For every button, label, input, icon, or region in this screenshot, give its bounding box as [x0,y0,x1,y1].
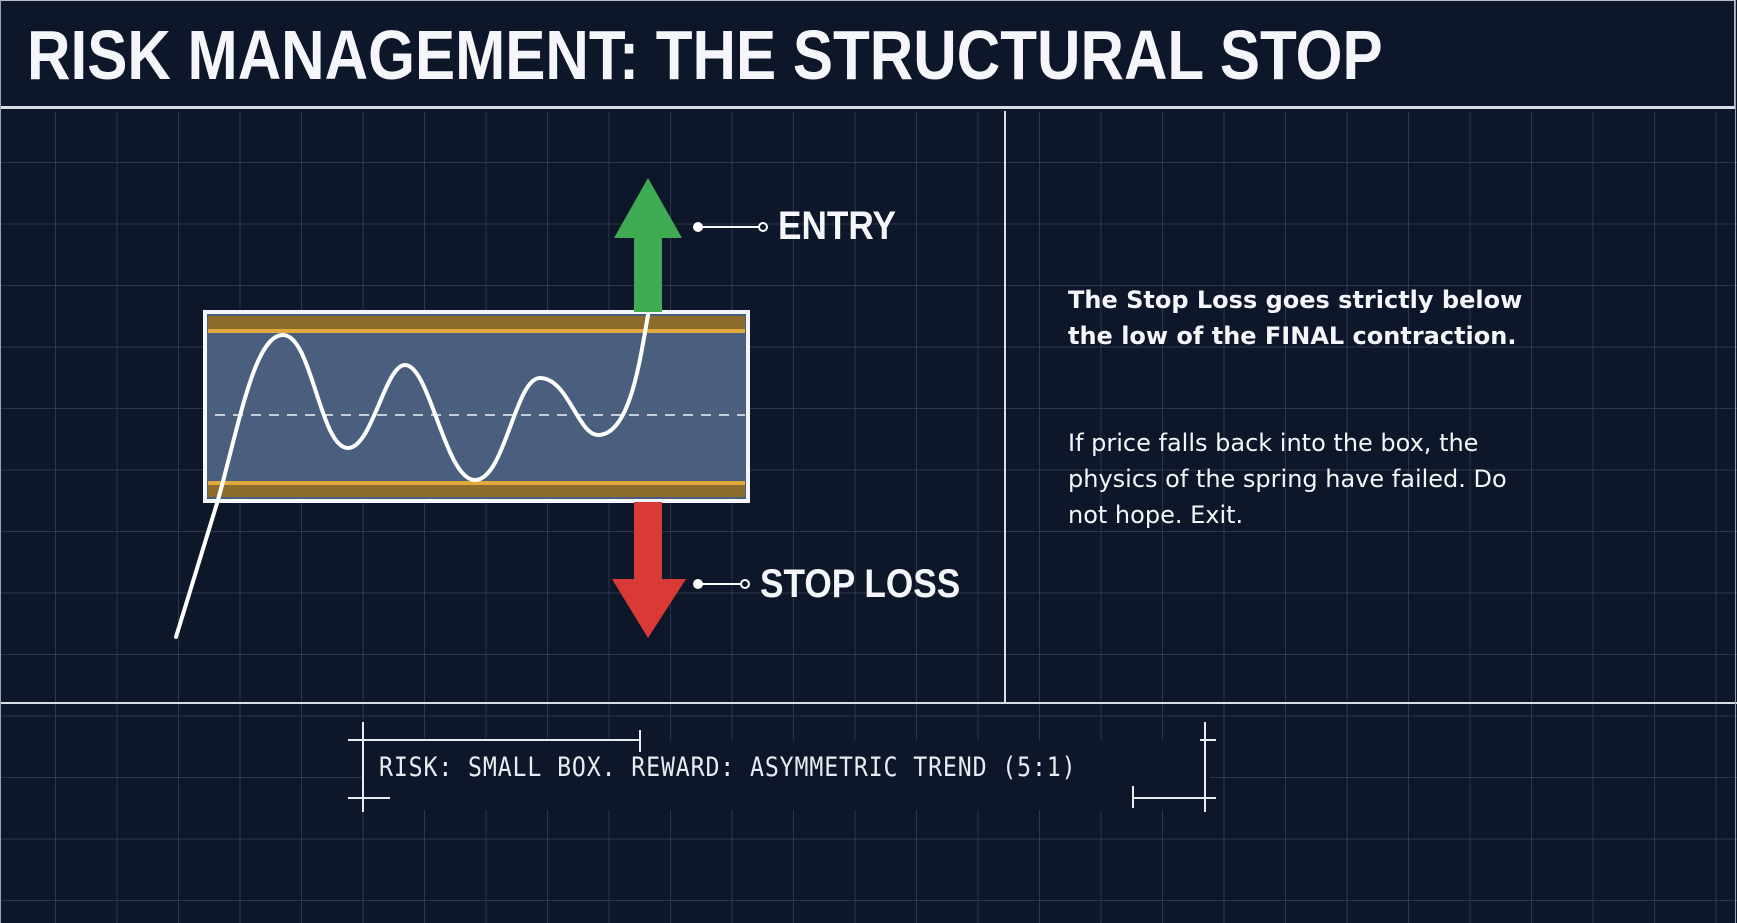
stop-loss-arrow-icon [612,502,686,638]
left-border [0,0,1,923]
stop-loss-rule-text: The Stop Loss goes strictly below the lo… [1068,286,1523,350]
entry-connector [693,222,768,232]
page-title: RISK MANAGEMENT: THE STRUCTURAL STOP [27,16,1383,94]
panel-divider [1004,111,1006,703]
right-border [1735,0,1736,923]
entry-arrow-icon [614,178,682,312]
price-line [174,313,650,639]
caption-background [362,740,1210,810]
exit-rule-text: If price falls back into the box, the ph… [1068,429,1507,529]
entry-label: ENTRY [778,204,897,248]
stop-loss-connector [693,579,750,589]
risk-reward-caption: RISK: SMALL BOX. REWARD: ASYMMETRIC TREN… [379,752,1077,783]
stop-loss-label: STOP LOSS [760,562,961,606]
title-bar: RISK MANAGEMENT: THE STRUCTURAL STOP [0,0,1735,109]
footer-divider [0,702,1737,704]
